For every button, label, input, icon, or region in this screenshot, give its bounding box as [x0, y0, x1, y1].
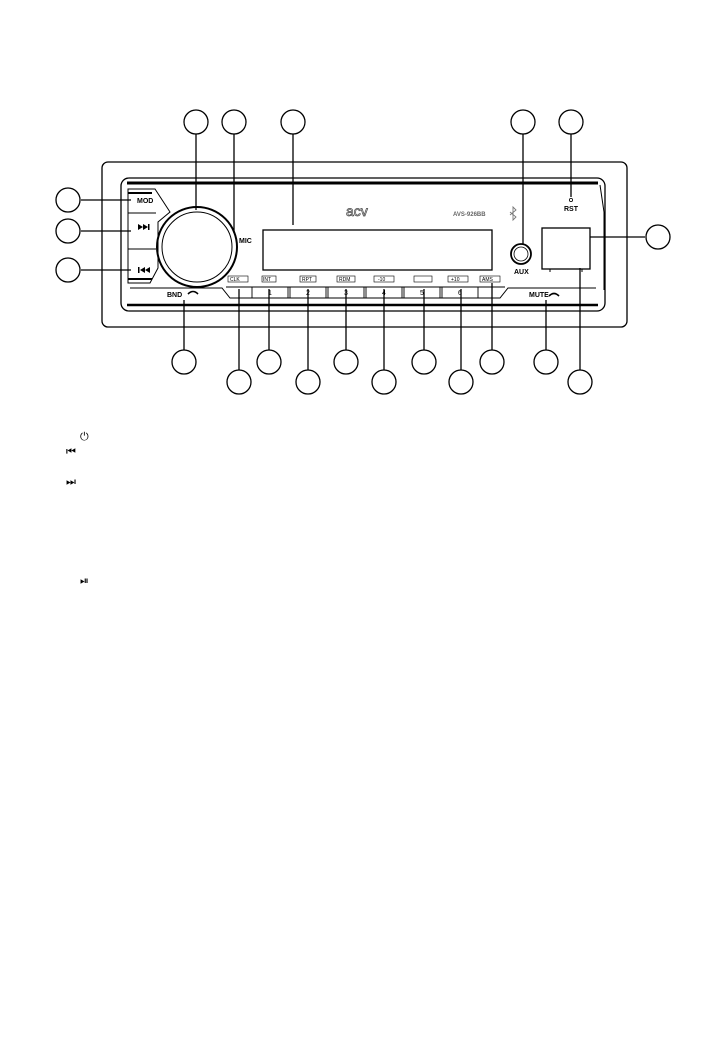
callout-marker	[183, 109, 209, 135]
callout-marker	[55, 257, 81, 283]
hangup-call-icon	[548, 292, 560, 297]
svg-text:+10: +10	[451, 277, 460, 283]
outer-housing	[101, 161, 628, 328]
callout-marker	[55, 218, 81, 244]
mic-label: MIC	[239, 238, 252, 245]
svg-text:RDM: RDM	[339, 277, 350, 283]
volume-knob[interactable]	[156, 206, 238, 288]
callout-marker	[295, 369, 321, 395]
bluetooth-icon	[509, 205, 517, 222]
mod-label: MOD	[137, 198, 153, 205]
next-track-button[interactable]	[138, 224, 150, 230]
callout-marker	[256, 349, 282, 375]
callout-marker	[226, 369, 252, 395]
preset-6-number: 6	[458, 290, 462, 297]
display-window	[262, 229, 493, 271]
bottom-button-row	[130, 287, 596, 299]
usb-port[interactable]	[541, 227, 591, 272]
play-pause-icon: ⏯	[80, 574, 89, 587]
callout-marker	[448, 369, 474, 395]
callout-marker	[371, 369, 397, 395]
rst-label: RST	[564, 206, 579, 213]
aux-label: AUX	[514, 269, 529, 276]
callout-marker	[645, 224, 671, 250]
preset-buttons[interactable]: 1 2 3 4 5 6	[251, 286, 479, 299]
power-icon: ⏻	[80, 430, 89, 443]
callout-marker	[479, 349, 505, 375]
svg-text:CLK: CLK	[230, 277, 240, 283]
callout-marker	[533, 349, 559, 375]
callouts	[55, 109, 671, 395]
bnd-label: BND	[167, 292, 182, 299]
callout-marker	[171, 349, 197, 375]
model-label: AVS-926BB	[453, 212, 486, 218]
brand-logo: acv	[346, 203, 368, 219]
previous-track-icon: ⏮	[66, 445, 76, 458]
svg-text:INT: INT	[263, 277, 271, 283]
next-track-icon: ⏭	[66, 475, 76, 488]
svg-text:AMS: AMS	[482, 277, 494, 283]
preset-tags: CLK INT RPT RDM -10 +10 AMS	[227, 275, 501, 283]
preset-1-number: 1	[268, 290, 272, 297]
mute-label: MUTE	[529, 292, 549, 299]
callout-marker	[221, 109, 247, 135]
previous-track-button[interactable]	[138, 267, 150, 273]
callout-marker	[411, 349, 437, 375]
callout-marker	[558, 109, 584, 135]
reset-hole[interactable]	[569, 197, 574, 202]
pickup-call-icon	[187, 290, 199, 295]
callout-marker	[567, 369, 593, 395]
preset-5-number: 5	[420, 290, 424, 297]
callout-marker	[333, 349, 359, 375]
car-stereo-front-panel-diagram: MOD MIC acv AVS-926BB AUX RST	[55, 109, 671, 395]
svg-text:RPT: RPT	[302, 277, 312, 283]
callout-marker	[280, 109, 306, 135]
faceplate	[120, 177, 606, 312]
aux-jack[interactable]	[510, 243, 532, 265]
callout-marker	[55, 187, 81, 213]
callout-marker	[510, 109, 536, 135]
svg-text:-10: -10	[378, 277, 385, 283]
